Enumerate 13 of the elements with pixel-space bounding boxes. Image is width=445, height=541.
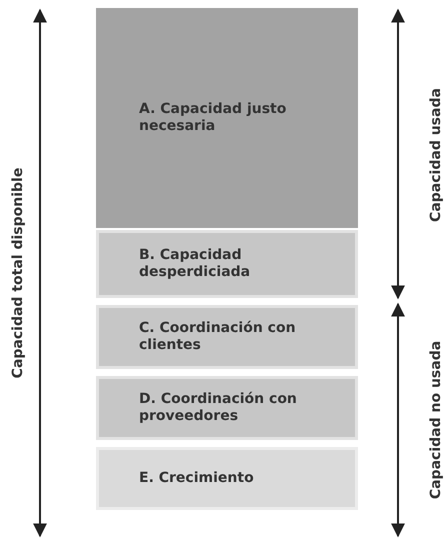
capacity-bar — [96, 230, 358, 298]
capacity-bar — [96, 8, 358, 228]
capacity-bar — [96, 447, 358, 510]
capacity-bar — [96, 305, 358, 369]
dimension-label: Capacidad total disponible — [10, 168, 26, 378]
bar-label: B. Capacidad desperdiciada — [139, 247, 252, 281]
capacity-bar — [96, 376, 358, 440]
bar-label: A. Capacidad justo necesaria — [139, 101, 288, 135]
bar-label: D. Coordinación con proveedores — [139, 391, 298, 425]
bar-label: C. Coordinación con clientes — [139, 320, 297, 354]
bar-label: E. Crecimiento — [139, 470, 254, 487]
dimension-label: Capacidad no usada — [428, 340, 444, 500]
dimension-label: Capacidad usada — [428, 88, 444, 222]
